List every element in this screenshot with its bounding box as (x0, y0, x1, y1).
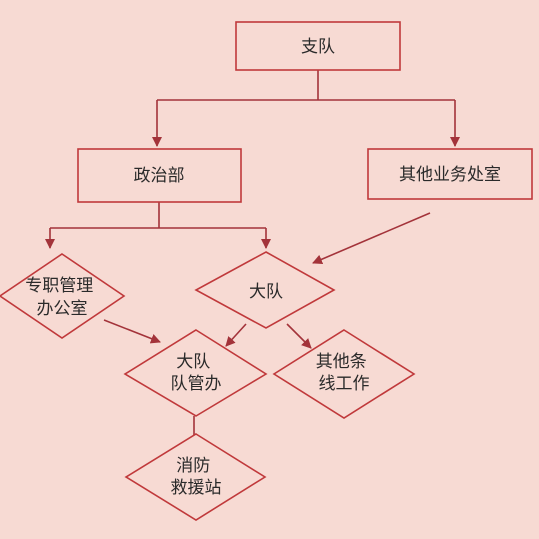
node-dadui-label: 大队 (249, 282, 283, 302)
connector-zhuanzhi-to-guanban (103, 319, 161, 344)
node-dadui-diamond (194, 251, 336, 329)
node-guanban-label: 大队 队管办 (171, 352, 222, 394)
node-guanban-diamond (123, 329, 268, 417)
node-zhidui-label: 支队 (301, 37, 335, 57)
node-qita-yewu-box (367, 148, 533, 200)
connectors (45, 70, 460, 449)
node-tiaoxian-diamond (272, 329, 416, 419)
node-qita-yewu-label: 其他业务处室 (399, 165, 501, 185)
node-zhengzhibu-label: 政治部 (134, 166, 185, 186)
node-zhengzhibu-box (77, 148, 242, 203)
connector-dadui-to-tiaoxian (286, 323, 312, 349)
node-zhuanzhi-diamond (0, 253, 126, 339)
node-tiaoxian-label: 其他条 线工作 (316, 352, 372, 394)
node-zhidui-box (235, 21, 401, 71)
node-xiaofang-label: 消防 救援站 (171, 456, 222, 498)
connector-qita-yewu-to-dadui (312, 212, 431, 265)
node-zhuanzhi-label: 专职管理 办公室 (25, 276, 98, 319)
connector-dadui-to-guanban (225, 323, 247, 347)
node-xiaofang-diamond (124, 433, 267, 521)
